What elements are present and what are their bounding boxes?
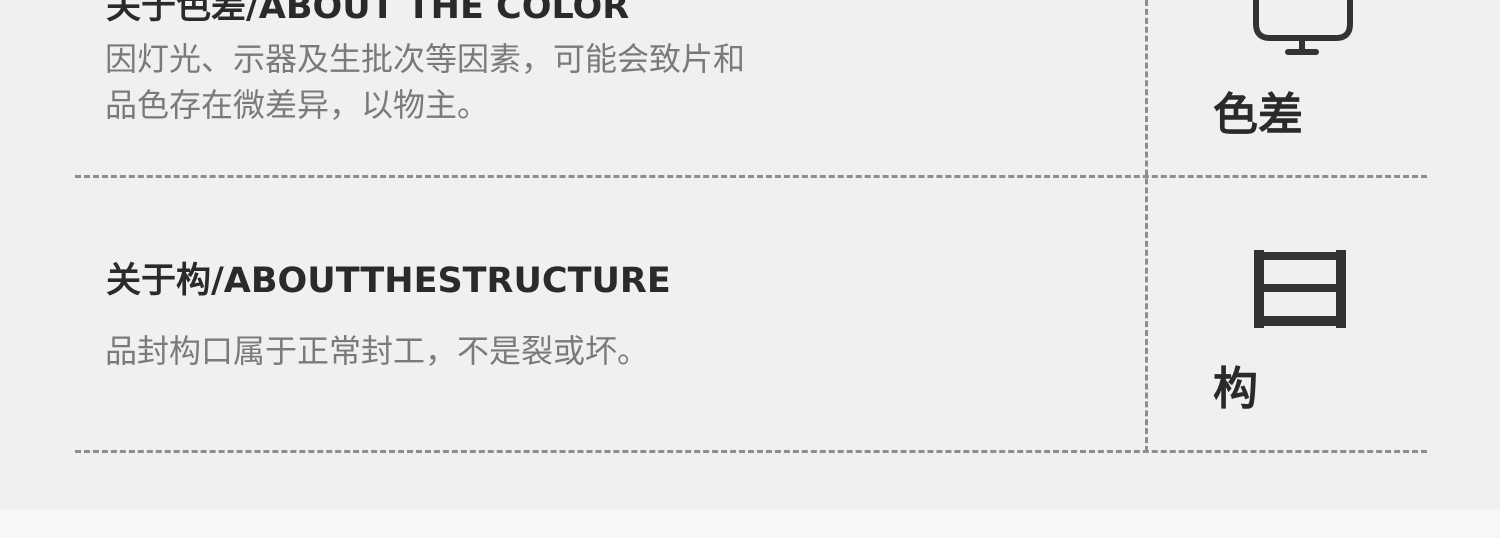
section-structure-icon-label: 构 <box>1213 362 1259 415</box>
divider-2 <box>75 450 1427 453</box>
section-color-body-line-1: 因灯光、示器及生批次等因素，可能会致片和 <box>105 40 746 78</box>
section-color-heading: 关于色差/ABOUT THE COLOR <box>106 0 630 27</box>
section-color-body-line-2: 品色存在微差异，以物主。 <box>105 86 490 124</box>
section-color-icon-label: 色差 <box>1213 88 1304 141</box>
section-structure-heading: 关于构/ABOUTTHESTRUCTURE <box>106 261 671 301</box>
monitor-icon <box>1253 0 1353 55</box>
footer-strip <box>0 510 1500 538</box>
section-structure-body-line-1: 品封构口属于正常封工，不是裂或坏。 <box>105 332 650 370</box>
info-panel: 关于色差/ABOUT THE COLOR 因灯光、示器及生批次等因素，可能会致片… <box>75 0 1427 453</box>
structure-bars-icon <box>1254 250 1346 328</box>
vertical-divider <box>1145 0 1148 452</box>
divider-1 <box>75 175 1427 178</box>
